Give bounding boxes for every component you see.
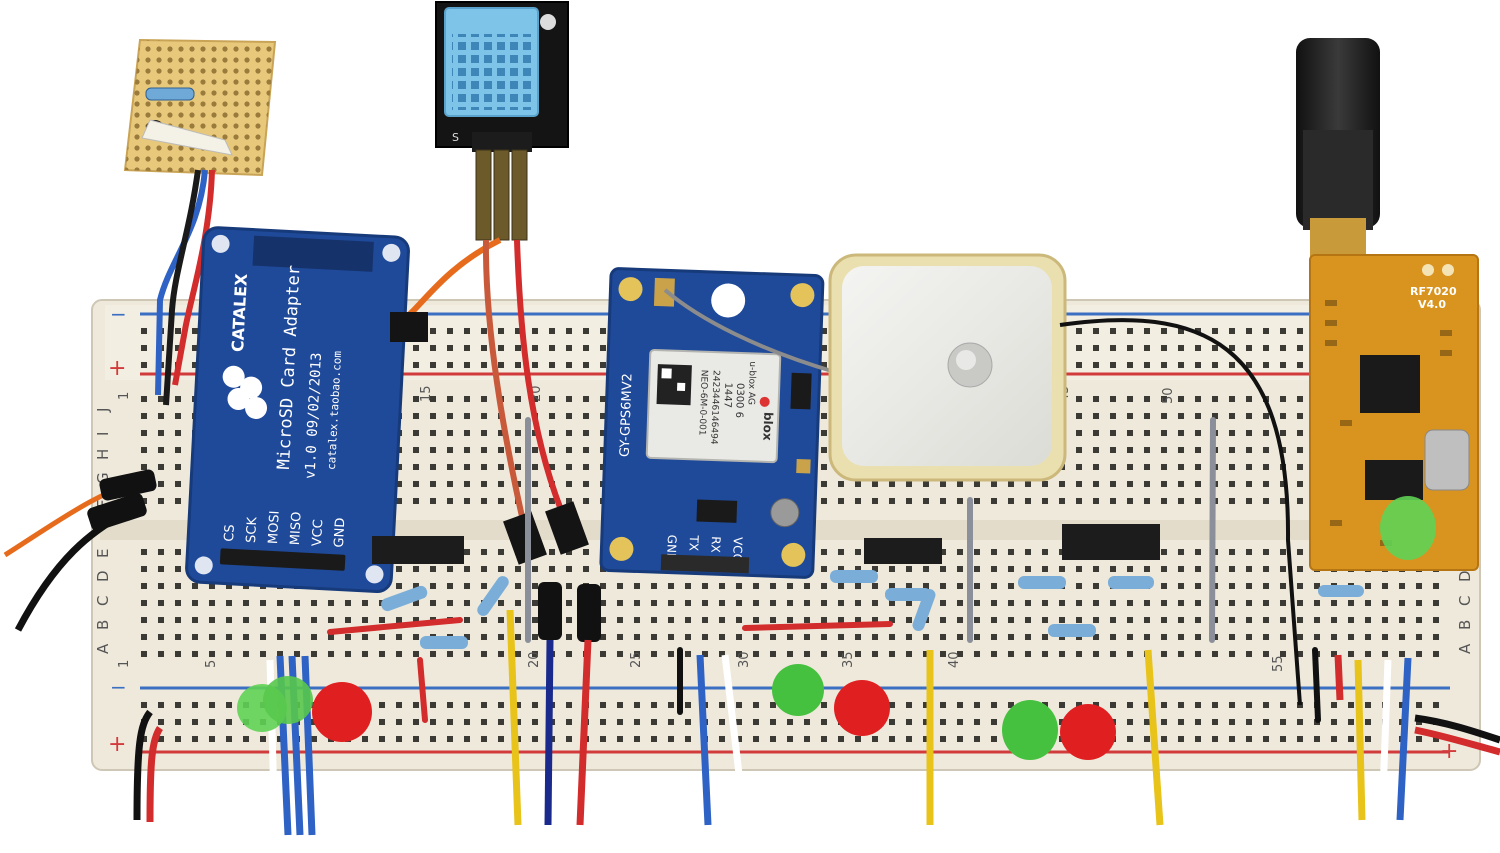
row-letter: G bbox=[94, 472, 112, 484]
row-letter: C bbox=[94, 596, 112, 606]
resistor bbox=[1018, 576, 1066, 589]
rf-model: RF7020 bbox=[1410, 285, 1457, 298]
resistor bbox=[1048, 624, 1096, 637]
resistor bbox=[145, 87, 195, 101]
gps-module: u-blox AG 1447 0300 6 2423446146494 NEO-… bbox=[599, 267, 825, 579]
sd-site: catalex.taobao.com bbox=[325, 350, 344, 470]
jumper-red bbox=[742, 621, 893, 631]
rf7020-module: RF7020 V4.0 bbox=[1309, 254, 1479, 571]
column-number: 20 bbox=[527, 651, 542, 668]
column-number: 5 bbox=[204, 660, 219, 668]
row-letter: A bbox=[1456, 643, 1474, 654]
gps-board-label: GY-GPS6MV2 bbox=[618, 373, 636, 457]
gps-pin-label: VCC bbox=[730, 537, 745, 562]
jumper-grey bbox=[1209, 417, 1216, 643]
rail-plus-bottom-right: + bbox=[1440, 739, 1458, 764]
led-green bbox=[1002, 700, 1058, 760]
transistor bbox=[372, 536, 464, 564]
ublox-logo-dot bbox=[759, 396, 770, 407]
sd-pin-label: MISO bbox=[288, 511, 305, 545]
column-number: 35 bbox=[841, 651, 856, 668]
column-number: 25 bbox=[629, 651, 644, 668]
column-number: 55 bbox=[1271, 655, 1286, 672]
row-letter: A bbox=[94, 643, 112, 654]
sd-header-pins bbox=[219, 548, 346, 571]
perfboard-sensor bbox=[123, 38, 277, 177]
rf-antenna bbox=[1296, 38, 1380, 258]
catalex-logo bbox=[222, 365, 268, 419]
gps-chip-logo: blox bbox=[760, 412, 775, 441]
rf-version: V4.0 bbox=[1418, 298, 1446, 311]
rail-plus-top-left: + bbox=[108, 356, 126, 381]
gps-patch-antenna bbox=[828, 253, 1067, 482]
jumper-red bbox=[417, 657, 428, 723]
resistor bbox=[1108, 576, 1154, 589]
gps-pin-label: RX bbox=[708, 536, 723, 553]
row-letter: D bbox=[94, 570, 112, 582]
column-number: 30 bbox=[737, 651, 752, 668]
row-letter: D bbox=[1456, 570, 1474, 582]
gps-chip-model: NEO-6M-0-001 bbox=[696, 370, 708, 436]
sd-pin-label: VCC bbox=[310, 519, 326, 547]
resistor bbox=[420, 636, 468, 649]
dht11-module: S bbox=[435, 1, 569, 241]
transistor bbox=[864, 538, 942, 564]
sd-pin-label: SCK bbox=[244, 516, 260, 543]
rail-plus-bottom-left: + bbox=[108, 732, 126, 757]
led-green bbox=[1380, 496, 1436, 560]
row-letters-left: J I H G F E D C B A bbox=[94, 408, 112, 654]
row-letter: B bbox=[1456, 620, 1474, 630]
column-number: 1 bbox=[117, 660, 132, 668]
row-letter: B bbox=[94, 620, 112, 630]
row-letter: C bbox=[1456, 596, 1474, 606]
sd-pin-label: MOSI bbox=[266, 510, 283, 544]
resistor bbox=[885, 588, 931, 601]
column-number: 50 bbox=[1161, 387, 1176, 404]
sd-pin-label: GND bbox=[332, 517, 349, 548]
jumper-red bbox=[327, 617, 463, 635]
row-letter: E bbox=[94, 549, 112, 558]
row-letter: I bbox=[94, 432, 112, 436]
rail-minus-bottom-left: − bbox=[110, 675, 127, 699]
led-red bbox=[312, 682, 372, 742]
gps-pin-label: TX bbox=[686, 534, 701, 551]
led-green bbox=[772, 664, 824, 716]
row-letter: F bbox=[94, 499, 112, 508]
jumper-black bbox=[1312, 647, 1321, 723]
sd-card-module: CATALEX MicroSD Card Adapter v1.0 09/02/… bbox=[185, 226, 410, 594]
gps-chip-brand: u-blox AG bbox=[746, 361, 758, 405]
sd-brand: CATALEX bbox=[228, 272, 251, 352]
resistor bbox=[477, 576, 509, 616]
column-number: 15 bbox=[419, 385, 434, 402]
gps-chip-lot: 0300 6 bbox=[733, 383, 745, 418]
led-green bbox=[237, 676, 313, 732]
transistor bbox=[1062, 524, 1160, 560]
sd-pin-label: CS bbox=[222, 524, 238, 542]
resistor bbox=[381, 585, 428, 612]
row-letter: H bbox=[94, 449, 112, 460]
dht-pin-mark: S bbox=[452, 131, 459, 144]
resistor bbox=[912, 588, 936, 632]
gps-chip-code: 1447 bbox=[721, 382, 733, 408]
column-number: 40 bbox=[947, 651, 962, 668]
led-red bbox=[834, 680, 890, 736]
sd-version: v1.0 09/02/2013 bbox=[302, 352, 325, 479]
column-number: 1 bbox=[117, 392, 132, 400]
gps-chip-serial: 2423446146494 bbox=[708, 370, 721, 445]
led-red bbox=[1060, 704, 1116, 760]
rail-minus-top-left: − bbox=[110, 302, 127, 326]
row-letter: J bbox=[94, 408, 112, 413]
resistor bbox=[830, 570, 878, 583]
resistor bbox=[1318, 585, 1364, 597]
sd-pin-labels: CS SCK MOSI MISO VCC GND bbox=[222, 510, 349, 548]
